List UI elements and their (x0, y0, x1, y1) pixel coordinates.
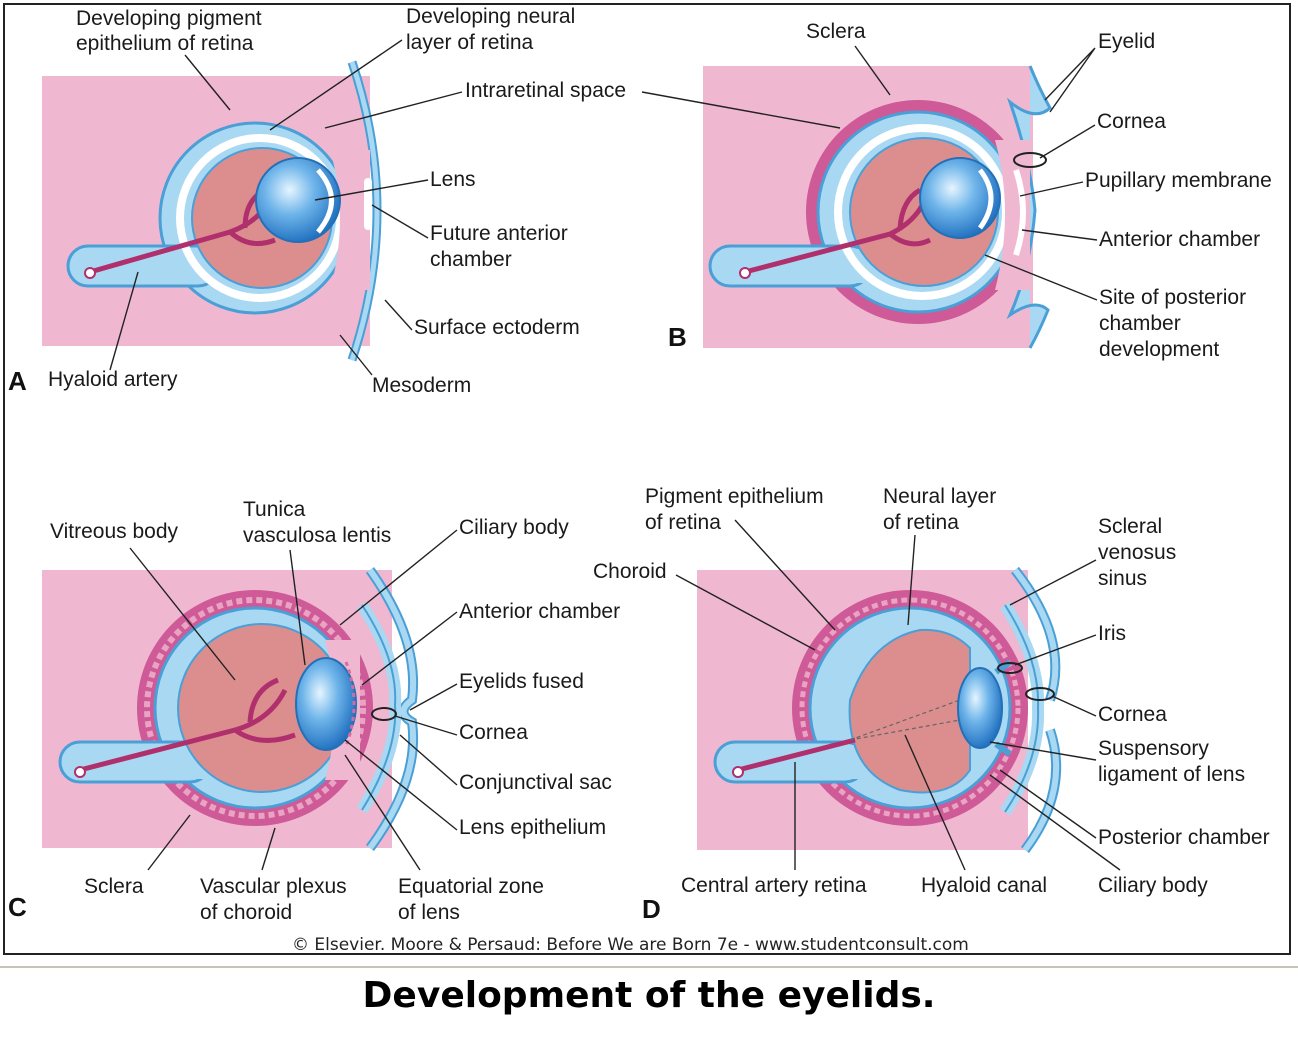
label-developing-pigment-epithelium-2: epithelium of retina (76, 32, 254, 55)
label-neural-layer-2: of retina (883, 511, 959, 534)
label-choroid: Choroid (593, 560, 667, 583)
label-surface-ectoderm: Surface ectoderm (414, 316, 580, 339)
vitreous-body (848, 628, 971, 794)
panel-letter: D (642, 894, 661, 924)
label-tunica-vasculosa-lentis-2: vasculosa lentis (243, 524, 391, 547)
label-anterior-chamber: Anterior chamber (1099, 228, 1260, 251)
label-scleral-venosus-sinus: Scleral (1098, 515, 1162, 538)
eye-development-diagram: A Developing pigment epithelium of retin… (3, 3, 1291, 955)
outer-background (370, 76, 398, 346)
label-cornea: Cornea (1098, 703, 1167, 726)
anterior-chamber-slit (1013, 169, 1026, 256)
copyright-credit: © Elsevier. Moore & Persaud: Before We a… (292, 935, 969, 955)
label-scleral-venosus-sinus-3: sinus (1098, 567, 1147, 590)
panel-c-leader-lines (129, 529, 458, 871)
panel-c: C Vitreous body Tunica vasculosa lentis … (8, 498, 620, 924)
label-site-of-posterior-chamber-2: chamber (1099, 312, 1181, 335)
panel-letter: B (668, 322, 687, 352)
label-scleral-venosus-sinus-2: venosus (1098, 541, 1176, 564)
label-sclera: Sclera (84, 875, 144, 898)
label-central-artery-retina: Central artery retina (681, 874, 867, 897)
label-ciliary-body: Ciliary body (1098, 874, 1208, 897)
label-iris: Iris (1098, 622, 1126, 645)
label-ciliary-body: Ciliary body (459, 516, 569, 539)
label-developing-neural-layer: Developing neural (406, 5, 575, 28)
label-lens-epithelium: Lens epithelium (459, 816, 606, 839)
lens-vesicle (255, 157, 341, 243)
label-developing-neural-layer-2: layer of retina (406, 31, 534, 54)
label-hyaloid-artery: Hyaloid artery (48, 368, 178, 391)
label-hyaloid-canal: Hyaloid canal (921, 874, 1047, 897)
central-artery (737, 737, 856, 773)
label-intraretinal-space: Intraretinal space (465, 79, 626, 102)
label-site-of-posterior-chamber: Site of posterior (1099, 286, 1246, 309)
label-pupillary-membrane: Pupillary membrane (1085, 169, 1272, 192)
tunica-vasculosa-lentis (344, 661, 356, 747)
figure-caption: Development of the eyelids. (362, 975, 936, 1016)
figure-frame (3, 3, 1291, 955)
lens (295, 657, 357, 751)
panel-b-leader-lines (641, 45, 1098, 301)
label-anterior-chamber: Anterior chamber (459, 600, 620, 623)
label-lens: Lens (430, 168, 476, 191)
label-vitreous-body: Vitreous body (50, 520, 179, 543)
panel-d-leader-lines (675, 519, 1121, 871)
hyaloid-artery-vessel (79, 677, 296, 773)
label-equatorial-zone: Equatorial zone (398, 875, 544, 898)
label-neural-layer: Neural layer (883, 485, 996, 508)
label-eyelid: Eyelid (1098, 30, 1155, 53)
choroid-layer (799, 597, 1021, 819)
label-suspensory-ligament-2: ligament of lens (1098, 763, 1245, 786)
separator-line (0, 966, 1298, 968)
lens (957, 667, 1003, 749)
label-tunica-vasculosa-lentis: Tunica (243, 498, 306, 521)
label-equatorial-zone-2: of lens (398, 901, 460, 924)
label-sclera: Sclera (806, 20, 866, 43)
label-mesoderm: Mesoderm (372, 374, 471, 397)
label-future-anterior-chamber-2: chamber (430, 248, 512, 271)
panel-d: D Pigment epithelium of retina Neural la… (593, 485, 1270, 924)
label-cornea: Cornea (1097, 110, 1166, 133)
panel-a-leader-lines (109, 39, 463, 376)
label-suspensory-ligament: Suspensory (1098, 737, 1209, 760)
label-cornea: Cornea (459, 721, 528, 744)
label-pigment-epithelium-2: of retina (645, 511, 721, 534)
panel-letter: C (8, 892, 27, 922)
label-vascular-plexus-2: of choroid (200, 901, 292, 924)
label-posterior-chamber: Posterior chamber (1098, 826, 1270, 849)
panel-b: B Sclera Eyelid Cornea Pupillary membran… (641, 20, 1272, 361)
label-future-anterior-chamber: Future anterior (430, 222, 568, 245)
vascular-plexus (144, 597, 366, 819)
label-pigment-epithelium: Pigment epithelium (645, 485, 824, 508)
label-eyelids-fused: Eyelids fused (459, 670, 584, 693)
label-developing-pigment-epithelium: Developing pigment (76, 7, 262, 30)
label-vascular-plexus: Vascular plexus (200, 875, 347, 898)
panel-a: A Developing pigment epithelium of retin… (8, 5, 626, 397)
lens (919, 157, 1001, 239)
label-site-of-posterior-chamber-3: development (1099, 338, 1219, 361)
panel-letter: A (8, 366, 27, 396)
hyaloid-canal (849, 699, 961, 741)
future-anterior-chamber-slit (364, 178, 372, 230)
label-conjunctival-sac: Conjunctival sac (459, 771, 612, 794)
